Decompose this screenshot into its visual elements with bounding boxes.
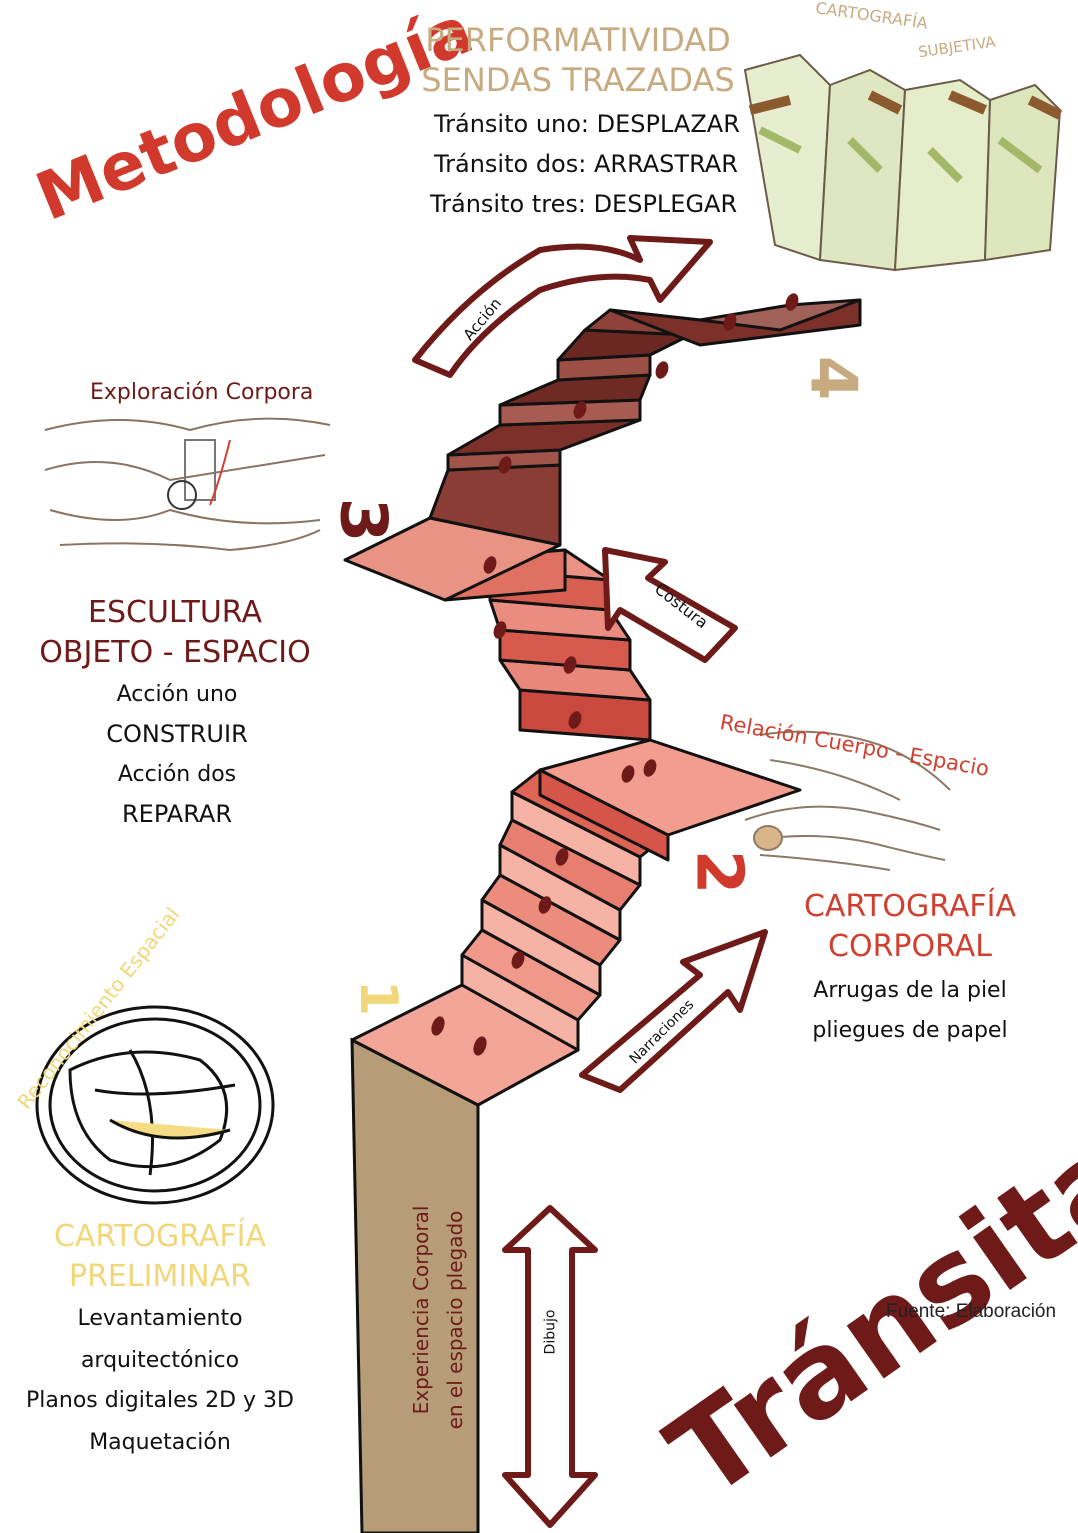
step-number-1: 1	[352, 980, 404, 1016]
top-heading-1: PERFORMATIVIDAD	[425, 24, 731, 56]
source-note: Fuente: Elaboración	[886, 1302, 1056, 1321]
left-heading-1: ESCULTURA	[88, 598, 262, 628]
step-number-2: 2	[686, 850, 750, 895]
top-heading-2: SENDAS TRAZADAS	[421, 64, 734, 96]
bottom-left-line-2: arquitectónico	[81, 1350, 239, 1372]
right-line-2: pliegues de papel	[812, 1020, 1007, 1042]
step-number-3: 3	[330, 498, 394, 543]
transit-label-3: Tránsito tres:	[430, 190, 586, 218]
bottom-left-line-1: Levantamiento	[77, 1308, 242, 1330]
right-line-1: Arrugas de la piel	[813, 980, 1006, 1002]
exploration-label: Exploración Corpora	[90, 382, 313, 404]
exploration-sketch	[45, 419, 330, 550]
left-heading-2: OBJETO - ESPACIO	[39, 638, 310, 668]
left-line-1: Acción uno	[117, 684, 238, 706]
transit-line-2: Tránsito dos: ARRASTRAR	[434, 152, 738, 176]
arrow-dibujo	[505, 1208, 595, 1525]
bottom-left-line-4: Maquetación	[89, 1432, 231, 1454]
transit-line-3: Tránsito tres: DESPLEGAR	[430, 192, 737, 216]
right-heading-2: CORPORAL	[828, 932, 992, 962]
transit-line-1: Tránsito uno: DESPLAZAR	[434, 112, 740, 136]
transit-label-1: Tránsito uno:	[434, 110, 589, 138]
folded-map-sketch	[745, 55, 1060, 270]
staircase-lower	[345, 518, 800, 1105]
transit-value-2: ARRASTRAR	[594, 150, 738, 178]
bottom-left-heading-1: CARTOGRAFÍA	[54, 1222, 266, 1252]
step-number-4: 4	[800, 356, 864, 401]
left-line-3: Acción dos	[118, 764, 236, 786]
bottom-left-line-3: Planos digitales 2D y 3D	[26, 1390, 294, 1412]
right-heading-1: CARTOGRAFÍA	[804, 892, 1016, 922]
left-line-2: CONSTRUIR	[106, 722, 248, 746]
staircase-upper	[430, 300, 860, 545]
left-line-4: REPARAR	[122, 802, 232, 826]
column-text-1: Experiencia Corporal	[411, 1195, 431, 1425]
column-text-2: en el espacio plegado	[445, 1205, 465, 1435]
bottom-left-heading-2: PRELIMINAR	[69, 1262, 251, 1292]
arrow-label-dibujo: Dibujo	[543, 1310, 557, 1355]
transit-value-3: DESPLEGAR	[594, 190, 738, 218]
transit-label-2: Tránsito dos:	[434, 150, 586, 178]
transit-value-1: DESPLAZAR	[597, 110, 740, 138]
